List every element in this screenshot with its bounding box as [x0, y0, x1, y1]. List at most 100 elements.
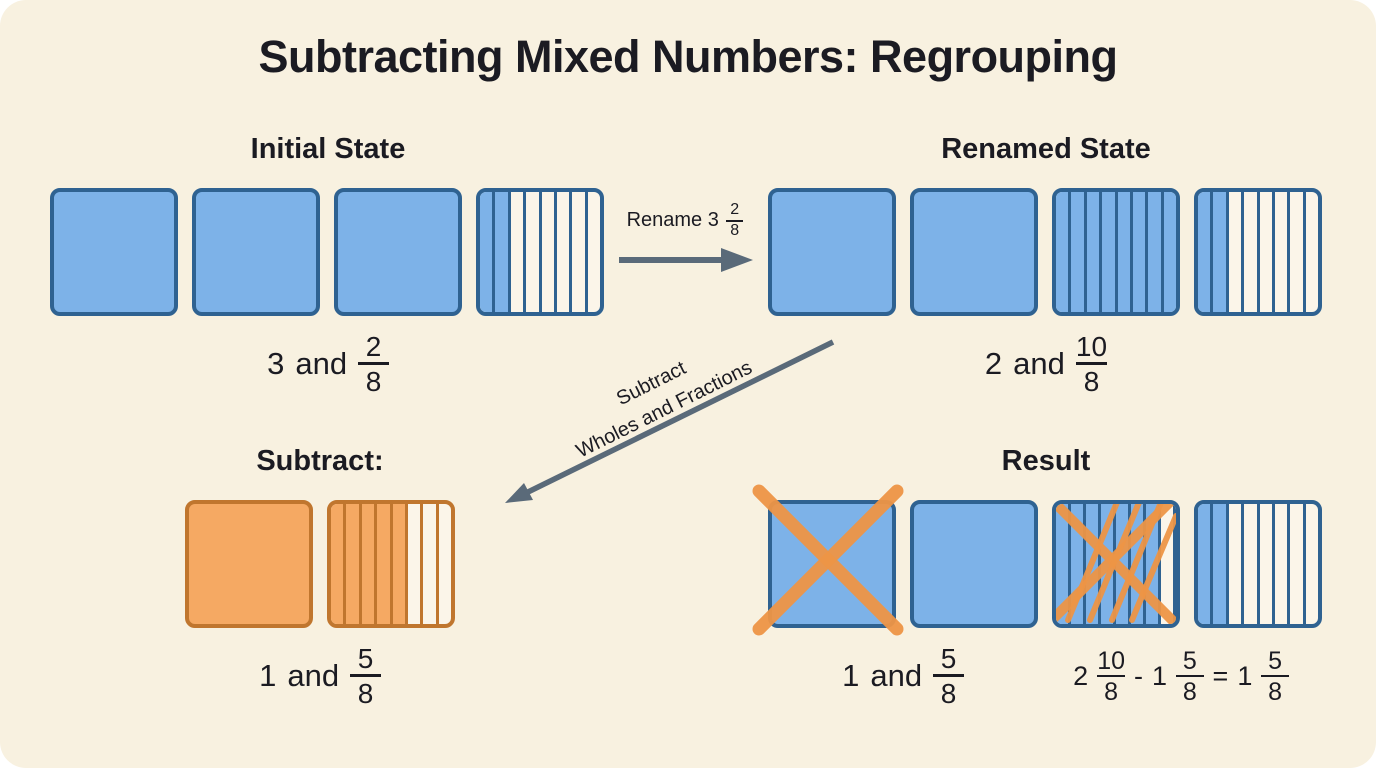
- empty-strip: [423, 504, 439, 624]
- empty-strip: [1275, 504, 1291, 624]
- filled-strip: [495, 192, 511, 312]
- fraction: 2 8: [358, 332, 389, 397]
- fraction-square-divided: [1052, 188, 1180, 316]
- filled-strip: [1131, 504, 1146, 624]
- empty-strip: [511, 192, 527, 312]
- filled-strip: [1056, 504, 1071, 624]
- rename-arrow-group: Rename 3 2 8: [615, 201, 755, 274]
- empty-strip: [1244, 504, 1260, 624]
- rename-text: Rename 3: [626, 209, 719, 232]
- conjunction: and: [1013, 346, 1065, 382]
- whole-number: 2: [984, 346, 1003, 382]
- fraction-square-whole: [50, 188, 178, 316]
- denominator: 8: [1176, 674, 1204, 705]
- empty-strip: [1290, 192, 1306, 312]
- numerator: 5: [1182, 646, 1197, 675]
- numerator: 5: [940, 643, 957, 674]
- result-mixed-number-label: 1 and 5 8: [842, 644, 964, 709]
- initial-squares-row: [50, 188, 606, 316]
- right-arrow-icon: [619, 247, 753, 272]
- result-fraction: 5 8: [1261, 646, 1289, 706]
- result-heading: Result: [1001, 445, 1091, 477]
- numerator: 5: [1268, 646, 1283, 675]
- fraction: 5 8: [933, 644, 964, 709]
- empty-strip: [526, 192, 542, 312]
- fraction-square-whole: [185, 500, 313, 628]
- empty-strip: [1229, 192, 1245, 312]
- result-equation-cell: 2 10 8 - 1 5 8 = 1 5 8: [1038, 644, 1324, 709]
- fraction: 5 8: [350, 644, 381, 709]
- conjunction: and: [870, 658, 923, 694]
- conjunction: and: [287, 658, 340, 694]
- filled-strip: [1056, 192, 1072, 312]
- section-result: Result 1 and 5 8 2 10 8: [752, 445, 1324, 709]
- initial-mixed-number-label: 3 and 2 8: [50, 332, 606, 397]
- subtract-heading: Subtract:: [256, 445, 384, 477]
- fraction-square-whole: [768, 188, 896, 316]
- filled-strip: [1116, 504, 1131, 624]
- section-subtract: Subtract: 1 and 5 8: [185, 447, 455, 709]
- fraction-square-whole: [192, 188, 320, 316]
- empty-strip: [1244, 192, 1260, 312]
- subtrahend-whole: 1: [1152, 660, 1168, 691]
- filled-strip: [480, 192, 496, 312]
- lhs-whole: 2: [1073, 660, 1089, 691]
- fraction-square-divided: [476, 188, 604, 316]
- fraction-square-whole: [334, 188, 462, 316]
- fraction-square-divided: [327, 500, 455, 628]
- fraction: 10 8: [1076, 332, 1107, 397]
- filled-strip: [1086, 192, 1103, 312]
- empty-strip: [1260, 504, 1275, 624]
- filled-strip: [1163, 192, 1176, 312]
- conjunction: and: [295, 346, 348, 382]
- renamed-state-heading: Renamed State: [941, 133, 1151, 165]
- renamed-mixed-number-label: 2 and 10 8: [768, 332, 1324, 397]
- section-renamed-state: Renamed State 2 and 10 8: [768, 135, 1324, 397]
- subtract-squares-row: [185, 500, 455, 628]
- denominator: 8: [1261, 674, 1289, 705]
- filled-strip: [1213, 192, 1229, 312]
- section-initial-state: Initial State 3 and 2 8: [50, 135, 606, 397]
- empty-strip: [1260, 192, 1275, 312]
- whole-number: 3: [267, 346, 285, 382]
- result-equation: 2 10 8 - 1 5 8 = 1 5 8: [1073, 644, 1289, 709]
- empty-strip: [1229, 504, 1245, 624]
- empty-strip: [557, 192, 573, 312]
- filled-strip: [1071, 192, 1087, 312]
- page-title: Subtracting Mixed Numbers: Regrouping: [258, 31, 1118, 82]
- filled-strip: [1213, 504, 1229, 624]
- fraction-square-whole: [752, 484, 904, 636]
- result-whole: 1: [1237, 660, 1253, 691]
- lhs-fraction: 10 8: [1097, 646, 1125, 706]
- fraction-square-divided: [1052, 500, 1180, 628]
- empty-strip: [542, 192, 557, 312]
- filled-strip: [1086, 504, 1101, 624]
- minus-sign: -: [1134, 660, 1143, 691]
- filled-strip: [1102, 192, 1118, 312]
- filled-strip: [1198, 504, 1214, 624]
- denominator: 8: [358, 362, 389, 397]
- empty-strip: [1275, 192, 1291, 312]
- filled-strip: [1146, 504, 1161, 624]
- fraction-square-divided: [1194, 188, 1322, 316]
- result-labels-row: 1 and 5 8 2 10 8 - 1: [768, 644, 1324, 709]
- result-squares-row: [752, 484, 1324, 636]
- fraction-square-divided: [1194, 500, 1322, 628]
- filled-strip: [1198, 192, 1214, 312]
- filled-strip: [1117, 192, 1133, 312]
- denominator: 8: [350, 674, 381, 709]
- renamed-squares-row: [768, 188, 1324, 316]
- result-mixed-cell: 1 and 5 8: [768, 644, 1038, 709]
- cross-out-icon: [752, 484, 904, 636]
- numerator: 10: [1097, 646, 1125, 675]
- empty-strip: [1306, 192, 1318, 312]
- whole-number: 1: [842, 658, 860, 694]
- empty-strip: [408, 504, 424, 624]
- denominator: 8: [1076, 362, 1107, 397]
- fraction-square-whole: [910, 188, 1038, 316]
- subtrahend-fraction: 5 8: [1176, 646, 1204, 706]
- filled-strip: [377, 504, 393, 624]
- whole-number: 1: [259, 658, 277, 694]
- empty-strip: [1290, 504, 1306, 624]
